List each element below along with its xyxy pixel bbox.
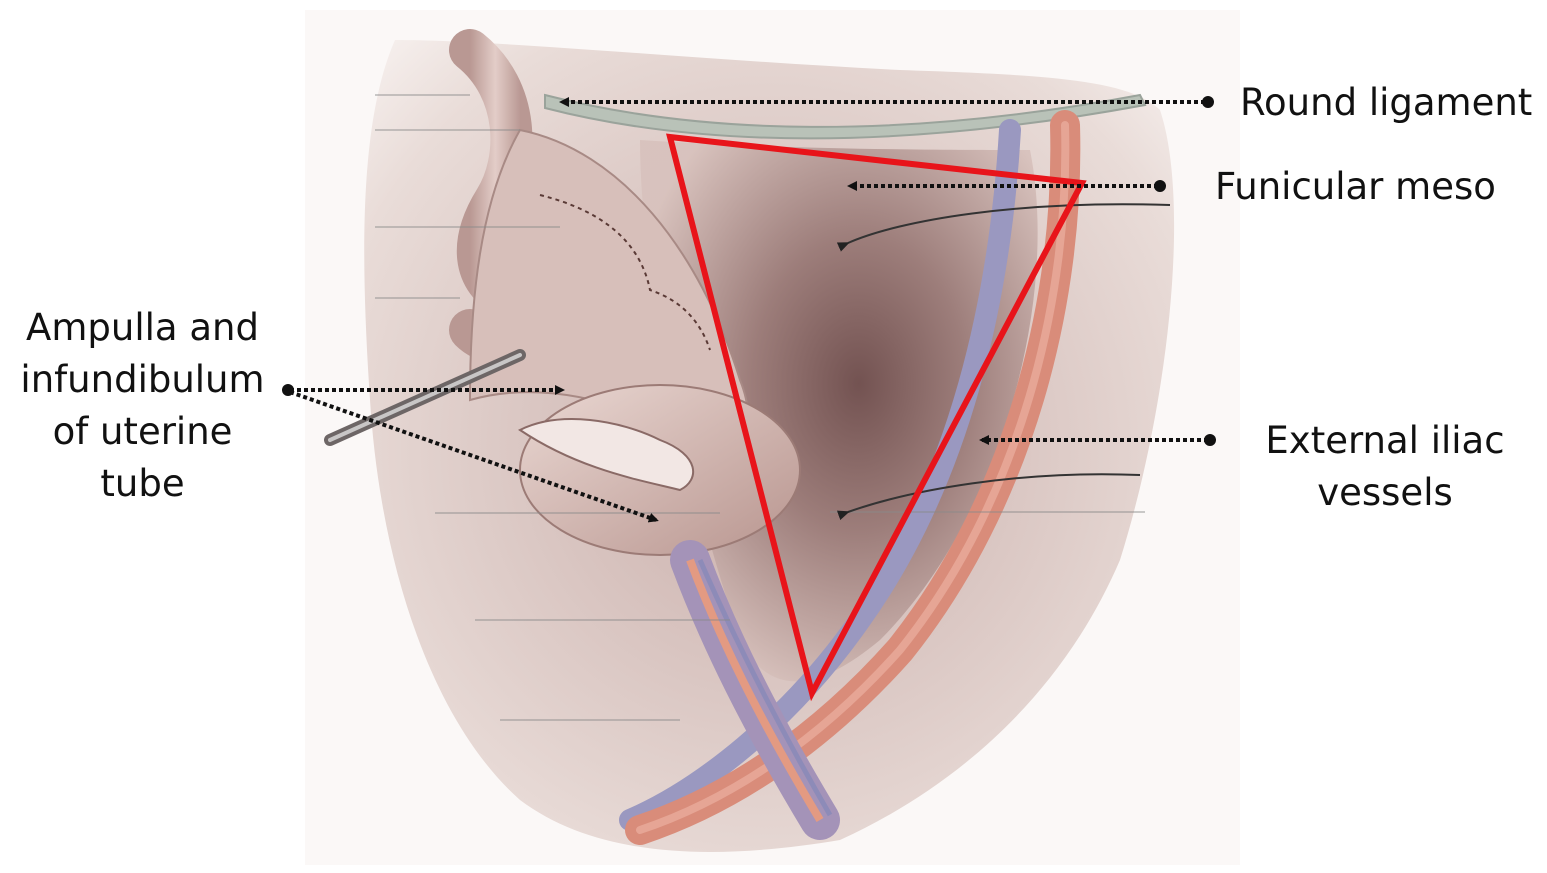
label-ampulla-group: Ampulla and infundibulum of uterine tube [5, 302, 280, 510]
label-ampulla-line3: of uterine [5, 406, 280, 458]
anatomy-illustration [305, 10, 1240, 865]
label-round-ligament: Round ligament [1240, 77, 1532, 129]
label-ampulla-line2: infundibulum [5, 354, 280, 406]
label-ampulla-line4: tube [5, 458, 280, 510]
label-ampulla-line1: Ampulla and [5, 302, 280, 354]
label-external-iliac-line1: External iliac [1230, 415, 1540, 467]
label-external-iliac-group: External iliac vessels [1230, 415, 1540, 519]
label-funicular-meso: Funicular meso [1215, 161, 1496, 213]
label-external-iliac-line2: vessels [1230, 467, 1540, 519]
